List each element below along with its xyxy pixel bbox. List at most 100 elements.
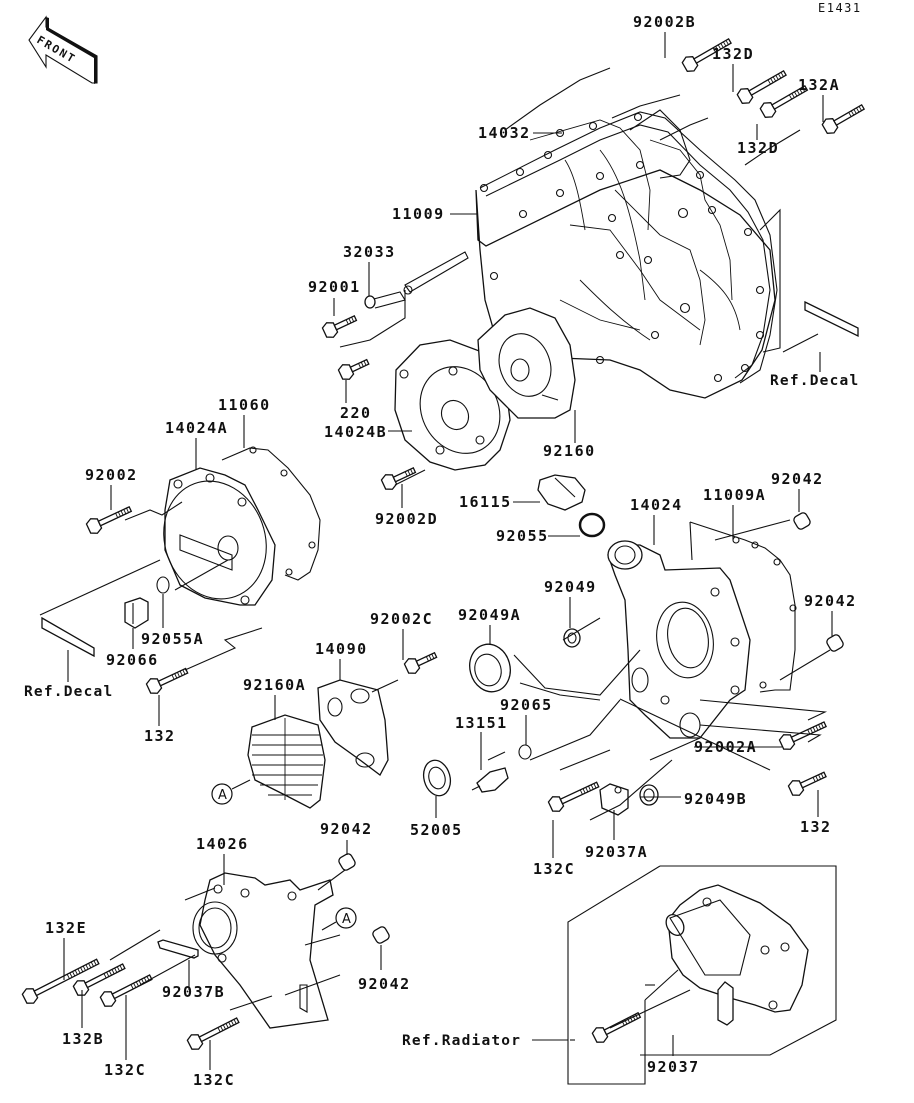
part-label-13151: 13151 — [455, 714, 508, 732]
cover-14024 — [607, 540, 751, 739]
leader-line — [317, 869, 346, 891]
bolt-132B — [72, 963, 126, 996]
part-label-92037: 92037 — [647, 1058, 700, 1076]
part-label-92066: 92066 — [106, 651, 159, 669]
part-label-92049a: 92049A — [458, 606, 521, 624]
part-label-14032: 14032 — [478, 124, 531, 142]
leader-line — [782, 333, 819, 353]
part-label-52005: 52005 — [410, 821, 463, 839]
svg-text:A: A — [342, 912, 351, 927]
o-ring-92055 — [578, 512, 606, 538]
part-label-11009a: 11009A — [703, 486, 766, 504]
dowel-pin-92042 — [338, 853, 356, 871]
leader-line — [304, 934, 341, 946]
part-label-14024b: 14024B — [324, 423, 387, 441]
part-label-16115: 16115 — [459, 493, 512, 511]
bolt-92002B — [681, 37, 732, 73]
leader-line — [699, 699, 828, 721]
part-label-92065: 92065 — [500, 696, 553, 714]
oil-seal-92049A — [469, 643, 511, 693]
part-label-92002b: 92002B — [633, 13, 696, 31]
bolt-92002 — [85, 505, 133, 534]
leader-line — [371, 679, 399, 693]
leader-line — [699, 724, 822, 743]
leader-line — [559, 749, 611, 771]
part-label-132d-1: 132D — [712, 45, 754, 63]
marker-a: A — [335, 907, 357, 929]
filler-cap-16115 — [537, 474, 586, 511]
part-label-132c-1: 132C — [533, 860, 575, 878]
part-label-92037a: 92037A — [585, 843, 648, 861]
bolt-92002C — [403, 651, 438, 674]
part-label-132b: 132B — [62, 1030, 104, 1048]
bolt-132 — [145, 667, 189, 694]
finned-cover-92160A — [247, 714, 326, 809]
part-label-132-1: 132 — [144, 727, 176, 745]
bolt-132C — [186, 1017, 240, 1050]
leader-line — [659, 117, 709, 141]
part-label-132a: 132A — [798, 76, 840, 94]
part-label-92042-3: 92042 — [320, 820, 373, 838]
leader-line — [649, 737, 701, 761]
sensor-13151 — [471, 767, 509, 793]
seal-52005 — [422, 759, 452, 797]
bolt-132C — [99, 974, 153, 1007]
leader-line — [562, 617, 601, 641]
bolts-layer — [21, 37, 866, 1050]
svg-text:A: A — [218, 788, 227, 803]
gasket-11009A — [689, 521, 797, 693]
marker-a: A — [211, 783, 233, 805]
guard-14026 — [192, 872, 334, 1029]
leader-line — [744, 129, 801, 166]
ref-decal-2-label: Ref.Decal — [24, 684, 113, 700]
part-label-11060: 11060 — [218, 396, 271, 414]
bolt-132D — [736, 69, 787, 105]
leader-line — [339, 290, 406, 348]
ref-decal-1-label: Ref.Decal — [770, 373, 859, 389]
part-label-132e: 132E — [45, 919, 87, 937]
part-label-32033: 32033 — [343, 243, 396, 261]
leader-line — [321, 921, 337, 931]
part-label-92001: 92001 — [308, 278, 361, 296]
leader-line — [504, 67, 611, 131]
plug-92066 — [124, 597, 149, 629]
leader-line — [231, 779, 251, 790]
leader-line — [513, 649, 641, 696]
part-label-92049: 92049 — [544, 578, 597, 596]
leader-line — [229, 995, 273, 1011]
bolt-132C — [547, 781, 600, 812]
cover-14090 — [317, 679, 389, 776]
dowel-pin-92042 — [793, 512, 811, 530]
cover-14024A — [163, 467, 276, 606]
part-label-92049b: 92049B — [684, 790, 747, 808]
part-label-14024: 14024 — [630, 496, 683, 514]
gasket-11060 — [221, 446, 321, 581]
bolt-92037 — [591, 1011, 642, 1043]
bolt-92002D — [380, 467, 417, 490]
ref-radiator-box — [567, 865, 837, 1085]
leader-line — [487, 751, 506, 761]
bolt-132D — [759, 84, 809, 119]
oil-seal-92049B — [639, 784, 659, 806]
part-label-132c-3: 132C — [193, 1071, 235, 1089]
part-label-14090: 14090 — [315, 640, 368, 658]
bolt-92001 — [321, 315, 358, 338]
o-ring-92065 — [518, 744, 532, 760]
leader-line — [759, 208, 781, 353]
dowel-pin-92042 — [826, 634, 844, 652]
leader-line — [284, 974, 341, 996]
dowel-pin-92042 — [372, 926, 390, 944]
shaft-32033 — [364, 251, 469, 309]
leader-line — [394, 469, 426, 486]
leader-line — [139, 954, 196, 986]
part-label-92042-4: 92042 — [358, 975, 411, 993]
bolt-132 — [787, 771, 827, 796]
leader-line — [184, 627, 263, 671]
oil-seal-92049 — [563, 628, 581, 648]
leader-line — [611, 94, 681, 119]
clamp-92037B — [157, 939, 199, 959]
part-label-92055: 92055 — [496, 527, 549, 545]
part-label-92002: 92002 — [85, 466, 138, 484]
o-ring-92055A — [156, 576, 170, 594]
